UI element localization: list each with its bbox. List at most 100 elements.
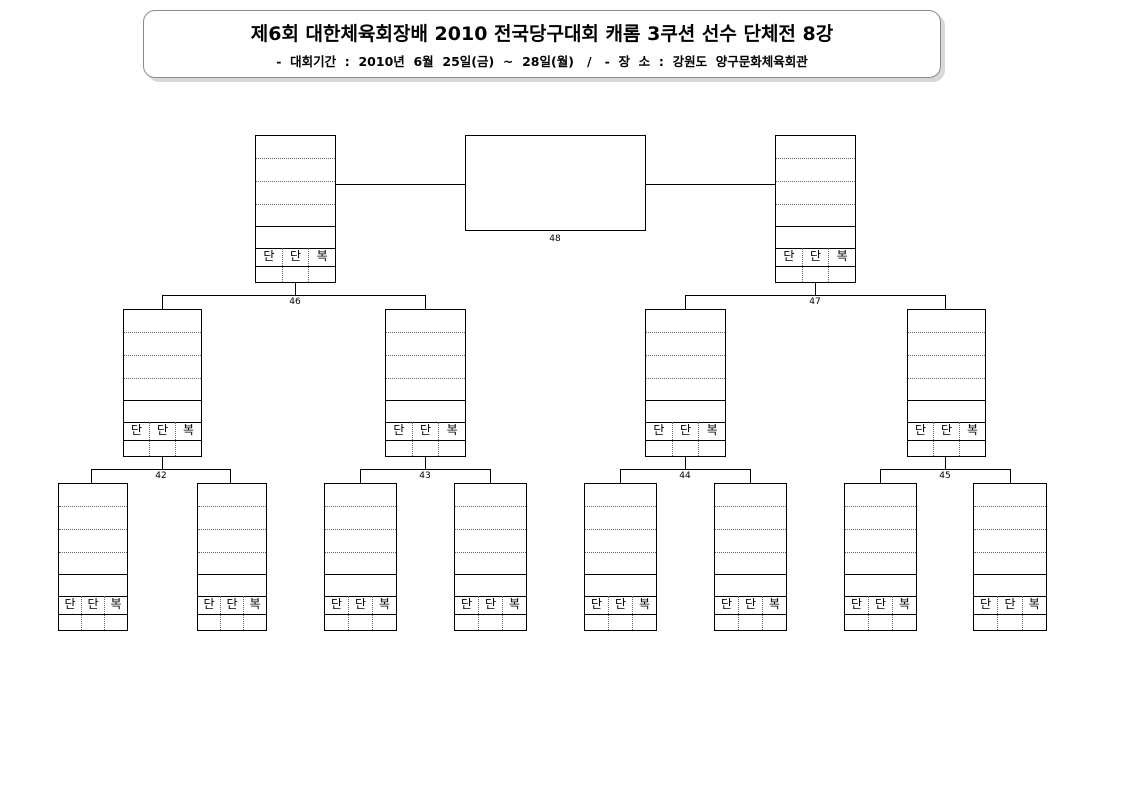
score-cell[interactable] bbox=[309, 267, 335, 282]
player-line bbox=[776, 181, 855, 182]
score-cell[interactable] bbox=[479, 615, 503, 630]
score-row bbox=[124, 441, 201, 457]
score-cell[interactable] bbox=[176, 441, 201, 456]
score-cell[interactable] bbox=[699, 441, 725, 456]
box-divider bbox=[845, 596, 916, 597]
box-divider bbox=[256, 226, 335, 227]
score-cell[interactable] bbox=[633, 615, 656, 630]
score-cell[interactable] bbox=[256, 267, 283, 282]
doubles-label: 복 bbox=[706, 423, 718, 437]
singles-label: 단 bbox=[124, 422, 150, 440]
player-line bbox=[198, 552, 266, 553]
score-cell[interactable] bbox=[893, 615, 916, 630]
score-cell[interactable] bbox=[908, 441, 934, 456]
singles-label: 단 bbox=[869, 596, 893, 614]
score-cell[interactable] bbox=[763, 615, 786, 630]
player-line bbox=[386, 332, 465, 333]
score-cell[interactable] bbox=[439, 441, 465, 456]
singles-label: 단 bbox=[59, 596, 82, 614]
score-cell[interactable] bbox=[646, 441, 673, 456]
score-cell[interactable] bbox=[998, 615, 1023, 630]
score-cell[interactable] bbox=[845, 615, 869, 630]
score-row bbox=[59, 615, 127, 631]
score-cell[interactable] bbox=[413, 441, 440, 456]
score-cell[interactable] bbox=[325, 615, 349, 630]
score-cell[interactable] bbox=[221, 615, 244, 630]
player-line bbox=[455, 552, 526, 553]
match-number-qf4: 45 bbox=[939, 471, 951, 481]
score-cell[interactable] bbox=[585, 615, 609, 630]
singles-label: 단 bbox=[998, 596, 1023, 614]
match-number-final: 48 bbox=[549, 234, 561, 244]
score-cell[interactable] bbox=[715, 615, 739, 630]
score-cell[interactable] bbox=[283, 267, 310, 282]
score-cell[interactable] bbox=[739, 615, 763, 630]
score-cell[interactable] bbox=[198, 615, 221, 630]
score-cell[interactable] bbox=[1023, 615, 1046, 630]
score-row bbox=[386, 441, 465, 457]
doubles-label: 복 bbox=[508, 597, 521, 611]
player-line bbox=[776, 158, 855, 159]
score-cell[interactable] bbox=[124, 441, 150, 456]
box-divider bbox=[908, 440, 985, 441]
doubles-label: 복 bbox=[638, 597, 651, 611]
singles-label: 단 bbox=[479, 596, 503, 614]
singles-label: 단 bbox=[256, 248, 283, 266]
score-row bbox=[908, 441, 985, 457]
box-divider bbox=[715, 596, 786, 597]
final-result-box[interactable] bbox=[465, 135, 646, 231]
score-cell[interactable] bbox=[386, 441, 413, 456]
score-cell[interactable] bbox=[244, 615, 266, 630]
event-info: - 대회기간 : 2010년 6월 25일(금) ~ 28일(월) / - 장 … bbox=[276, 54, 808, 69]
score-cell[interactable] bbox=[673, 441, 700, 456]
score-cell[interactable] bbox=[503, 615, 526, 630]
singles-label: 단 bbox=[739, 596, 763, 614]
score-cell[interactable] bbox=[455, 615, 479, 630]
score-cell[interactable] bbox=[974, 615, 999, 630]
box-divider bbox=[974, 574, 1046, 575]
score-cell[interactable] bbox=[803, 267, 830, 282]
doubles-label: 복 bbox=[249, 597, 261, 611]
score-cell[interactable] bbox=[373, 615, 396, 630]
box-divider bbox=[325, 574, 396, 575]
player-line bbox=[256, 204, 335, 205]
score-cell[interactable] bbox=[829, 267, 855, 282]
singles-label: 단 bbox=[845, 596, 869, 614]
score-cell[interactable] bbox=[869, 615, 893, 630]
score-cell[interactable] bbox=[59, 615, 82, 630]
box-divider bbox=[59, 614, 127, 615]
score-cell[interactable] bbox=[349, 615, 373, 630]
score-cell[interactable] bbox=[934, 441, 960, 456]
box-divider bbox=[455, 596, 526, 597]
score-cell[interactable] bbox=[150, 441, 176, 456]
score-cell[interactable] bbox=[609, 615, 633, 630]
singles-label: 단 bbox=[325, 596, 349, 614]
score-cell[interactable] bbox=[776, 267, 803, 282]
singles-label: 단 bbox=[715, 596, 739, 614]
player-line bbox=[845, 529, 916, 530]
player-line bbox=[715, 552, 786, 553]
score-cell[interactable] bbox=[105, 615, 127, 630]
score-cell[interactable] bbox=[960, 441, 985, 456]
score-cell[interactable] bbox=[82, 615, 105, 630]
